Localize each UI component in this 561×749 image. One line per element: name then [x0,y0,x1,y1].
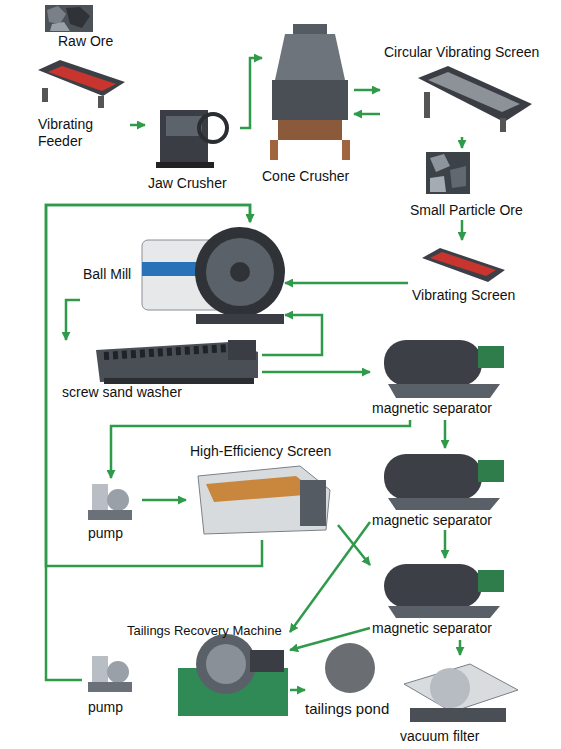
flow-arrow [262,371,370,374]
equipment-node: magnetic separator [370,448,520,530]
flow-arrow [130,124,145,127]
flow-arrow [461,137,464,148]
flow-arrow [338,525,370,565]
equipment-node: Ball Mill [80,222,285,335]
ore-pile [45,5,93,32]
equipment-label: magnetic separator [372,620,492,637]
equipment-node: magnetic separator [370,332,520,420]
equipment-label: magnetic separator [372,400,492,417]
cone-crusher-illustration [270,24,350,160]
flow-arrow [142,499,186,502]
equipment-node: Vibrating Screen [408,240,533,308]
equipment-node: pump [82,648,144,718]
equipment-node: screw sand washer [62,340,262,402]
pond-symbol [325,643,375,693]
equipment-label: Circular Vibrating Screen [384,44,539,61]
equipment-label: Vibrating Screen [412,287,515,304]
equipment-node: magnetic separator [370,558,520,640]
equipment-label: Tailings Recovery Machine [127,622,282,639]
flow-arrow [354,89,380,92]
circular-screen-illustration [418,66,532,132]
flow-arrow [46,205,250,680]
flow-arrow [459,640,462,655]
flow-arrow [240,58,262,128]
tailings-recovery-illustration [178,634,288,716]
flow-arrow [461,220,464,240]
equipment-label: High-Efficiency Screen [190,443,331,460]
equipment-label: Cone Crusher [262,168,349,185]
feeder-illustration [38,60,125,108]
vibrating-screen-illustration [422,248,505,282]
jaw-crusher-illustration [156,110,227,168]
flow-arrow [262,315,322,355]
magnetic-separator-illustration [384,564,504,618]
flow-arrow [46,205,262,566]
flow-arrow [66,300,80,340]
equipment-node: Tailings Recovery Machine [125,620,290,725]
equipment-node: Cone Crusher [262,15,354,190]
pump-illustration [88,656,132,692]
ore-sample [426,152,470,194]
pump-illustration [88,484,132,520]
flow-arrow [290,689,305,692]
equipment-label: Ball Mill [83,266,131,283]
magnetic-separator-illustration [384,340,504,398]
equipment-label: Raw Ore [58,33,113,50]
equipment-node: vacuum filter [395,655,525,747]
equipment-node: tailings pond [305,638,395,723]
equipment-label: pump [88,699,123,716]
equipment-label: Jaw Crusher [148,175,227,192]
equipment-node: pump [80,478,142,544]
vacuum-filter-illustration [404,664,518,722]
flow-arrow [111,420,410,478]
equipment-label: screw sand washer [62,384,182,401]
equipment-label: Small Particle Ore [410,202,523,219]
flow-arrow [354,113,380,116]
equipment-node: High-Efficiency Screen [186,440,338,540]
flow-arrow [444,420,447,448]
equipment-label: vacuum filter [400,728,479,745]
high-efficiency-screen-illustration [198,466,330,534]
equipment-node: Jaw Crusher [145,98,240,193]
flow-arrow [285,282,408,285]
equipment-node: Raw Ore [40,3,115,51]
ball-mill-illustration [142,227,285,324]
magnetic-separator-illustration [384,454,504,510]
flow-arrow [444,530,447,558]
equipment-label: tailings pond [305,700,389,717]
equipment-node: Circular Vibrating Screen [380,42,558,137]
washer-illustration [96,340,258,384]
equipment-node: Vibrating Feeder [30,55,130,155]
flow-arrow [290,628,370,650]
equipment-label: Vibrating Feeder [38,116,123,150]
flow-arrow [290,522,370,632]
equipment-label: pump [88,525,123,542]
equipment-label: magnetic separator [372,512,492,529]
equipment-node: Small Particle Ore [405,148,530,220]
